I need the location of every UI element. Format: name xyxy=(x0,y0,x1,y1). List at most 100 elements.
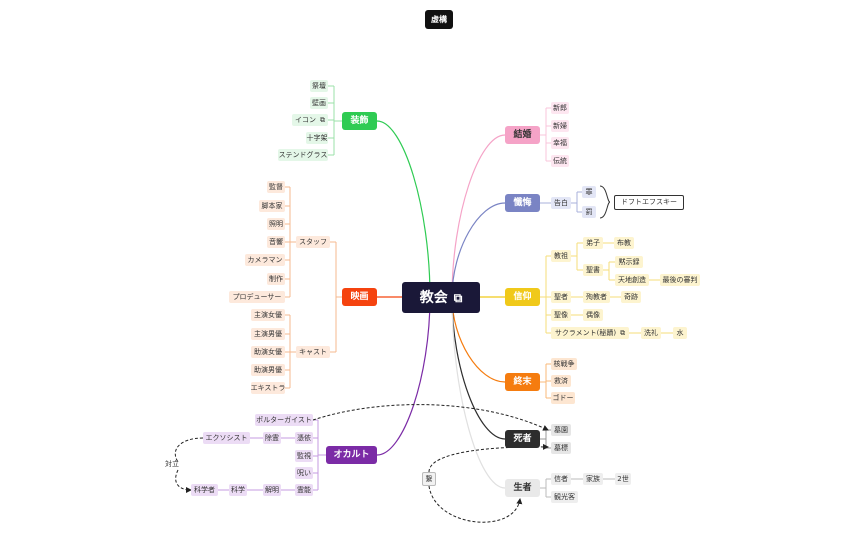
faith-idol-label: 偶像 xyxy=(586,310,600,319)
external-link-icon[interactable]: ⧉ xyxy=(453,290,463,305)
decoration-item-3[interactable]: 十字架 xyxy=(306,132,328,144)
marriage-item-1-label: 新婦 xyxy=(553,121,567,130)
occult-item-0[interactable]: ポルターガイスト xyxy=(255,414,313,426)
faith-mission[interactable]: 布教 xyxy=(614,237,634,249)
faith-statue[interactable]: 聖像 xyxy=(551,309,571,321)
staff-item-4[interactable]: カメラマン xyxy=(245,254,285,266)
faith-martyr-label: 殉教者 xyxy=(586,292,607,301)
decoration-item-1[interactable]: 壁画 xyxy=(310,97,328,109)
end-item-1-label: 救済 xyxy=(554,376,568,385)
staff-item-2[interactable]: 照明 xyxy=(267,218,285,230)
cast-item-1[interactable]: 主演男優 xyxy=(251,328,285,340)
occult-explain[interactable]: 解明 xyxy=(263,484,281,496)
living-visitor[interactable]: 観光客 xyxy=(551,491,578,503)
living-family[interactable]: 家族 xyxy=(583,473,603,485)
living-second-gen[interactable]: 2世 xyxy=(615,473,631,485)
end-item-0[interactable]: 核戦争 xyxy=(551,358,577,370)
faith-creation[interactable]: 天地創造 xyxy=(615,274,649,286)
end-item-2[interactable]: ゴドー xyxy=(551,392,575,404)
occult-item-2[interactable]: 監視 xyxy=(295,450,313,462)
external-link-icon[interactable]: ⧉ xyxy=(320,115,325,124)
branch-film[interactable]: 映画 xyxy=(342,288,377,306)
end-item-1[interactable]: 救済 xyxy=(551,375,571,387)
branch-living[interactable]: 生者 xyxy=(505,479,540,497)
root-node-church-label: 教会 xyxy=(419,289,448,306)
occult-item-3[interactable]: 呪い xyxy=(295,467,313,479)
dead-item-1[interactable]: 墓標 xyxy=(551,442,571,454)
penance-author[interactable]: ドフトエフスキー xyxy=(614,195,684,210)
faith-sacrament[interactable]: サクラメント(秘蹟)⧉ xyxy=(551,327,629,339)
cast-item-4[interactable]: エキストラ xyxy=(251,382,285,394)
faith-miracle[interactable]: 奇跡 xyxy=(621,291,641,303)
occult-exorcist-label: エクソシスト xyxy=(205,433,248,442)
occult-scientist[interactable]: 科学者 xyxy=(191,484,218,496)
staff-item-1[interactable]: 脚本家 xyxy=(259,200,285,212)
occult-exorcist[interactable]: エクソシスト xyxy=(203,432,250,444)
faith-revelation-label: 黙示録 xyxy=(618,257,640,266)
marriage-item-0[interactable]: 新郎 xyxy=(551,102,569,114)
branch-marriage-label: 結婚 xyxy=(513,129,532,140)
faith-martyr[interactable]: 殉教者 xyxy=(583,291,610,303)
dead-item-0[interactable]: 墓園 xyxy=(551,424,571,436)
occult-exorcism[interactable]: 除霊 xyxy=(263,432,281,444)
faith-scripture[interactable]: 聖書 xyxy=(583,264,603,276)
branch-film-label: 映画 xyxy=(350,291,369,302)
penance-confession[interactable]: 告白 xyxy=(551,197,571,209)
branch-decoration[interactable]: 装飾 xyxy=(342,112,377,130)
branch-occult[interactable]: オカルト xyxy=(326,446,377,464)
decoration-item-4[interactable]: ステンドグラス xyxy=(278,149,328,161)
faith-disciple[interactable]: 弟子 xyxy=(583,237,603,249)
staff-item-6[interactable]: プロデューサー xyxy=(229,291,285,303)
branch-end-label: 終末 xyxy=(513,376,532,387)
penance-punishment[interactable]: 罰 xyxy=(582,206,596,218)
decoration-item-2-label: イコン xyxy=(295,115,316,124)
marriage-item-2[interactable]: 幸福 xyxy=(551,137,569,149)
penance-crime[interactable]: 罪 xyxy=(582,186,596,198)
decoration-item-2[interactable]: イコン ⧉ xyxy=(292,114,328,126)
film-cast[interactable]: キャスト xyxy=(296,346,330,358)
living-believer[interactable]: 信者 xyxy=(551,473,571,485)
root-node-church[interactable]: 教会 ⧉ xyxy=(402,282,480,313)
faith-doctrine-label: 教祖 xyxy=(554,251,568,260)
living-visitor-label: 観光客 xyxy=(554,492,575,501)
branch-dead-label: 死者 xyxy=(513,433,532,444)
staff-item-5[interactable]: 制作 xyxy=(267,273,285,285)
branch-faith[interactable]: 信仰 xyxy=(505,288,540,306)
faith-water[interactable]: 水 xyxy=(673,327,687,339)
faith-judgement[interactable]: 最後の審判 xyxy=(660,274,700,286)
occult-item-1[interactable]: 憑依 xyxy=(295,432,313,444)
occult-exorcism-label: 除霊 xyxy=(265,433,279,442)
faith-scripture-label: 聖書 xyxy=(586,265,600,274)
relation-poltergeist-graveyard xyxy=(312,404,549,431)
branch-marriage[interactable]: 結婚 xyxy=(505,126,540,144)
branch-penance[interactable]: 懺悔 xyxy=(505,194,540,212)
external-link-icon[interactable]: ⧉ xyxy=(620,328,626,337)
title-badge[interactable]: 虚構 xyxy=(425,10,453,29)
staff-item-0[interactable]: 監督 xyxy=(267,181,285,193)
faith-revelation[interactable]: 黙示録 xyxy=(615,256,643,268)
occult-item-4[interactable]: 霊能 xyxy=(295,484,313,496)
faith-baptism[interactable]: 洗礼 xyxy=(641,327,661,339)
faith-saint[interactable]: 聖者 xyxy=(551,291,571,303)
penance-group-brace xyxy=(599,185,611,219)
staff-item-3[interactable]: 音響 xyxy=(267,236,285,248)
branch-dead[interactable]: 死者 xyxy=(505,430,540,448)
edge-root-penance xyxy=(451,202,506,298)
occult-science[interactable]: 科学 xyxy=(229,484,247,496)
cast-item-0[interactable]: 主演女優 xyxy=(251,309,285,321)
floating-connect-node[interactable]: 繋 xyxy=(422,472,436,486)
faith-doctrine[interactable]: 教祖 xyxy=(551,250,571,262)
cast-item-2[interactable]: 助演女優 xyxy=(251,346,285,358)
branch-end[interactable]: 終末 xyxy=(505,373,540,391)
branch-decoration-label: 装飾 xyxy=(350,115,369,126)
faith-idol[interactable]: 偶像 xyxy=(583,309,603,321)
end-item-0-label: 核戦争 xyxy=(553,359,575,368)
cast-item-3[interactable]: 助演男優 xyxy=(251,364,285,376)
edge-root-occult xyxy=(376,296,431,456)
marriage-item-3[interactable]: 伝統 xyxy=(551,155,569,167)
occult-item-2-label: 監視 xyxy=(297,451,311,460)
marriage-item-1[interactable]: 新婦 xyxy=(551,120,569,132)
decoration-item-0[interactable]: 祭壇 xyxy=(310,80,328,92)
film-staff[interactable]: スタッフ xyxy=(296,236,330,248)
